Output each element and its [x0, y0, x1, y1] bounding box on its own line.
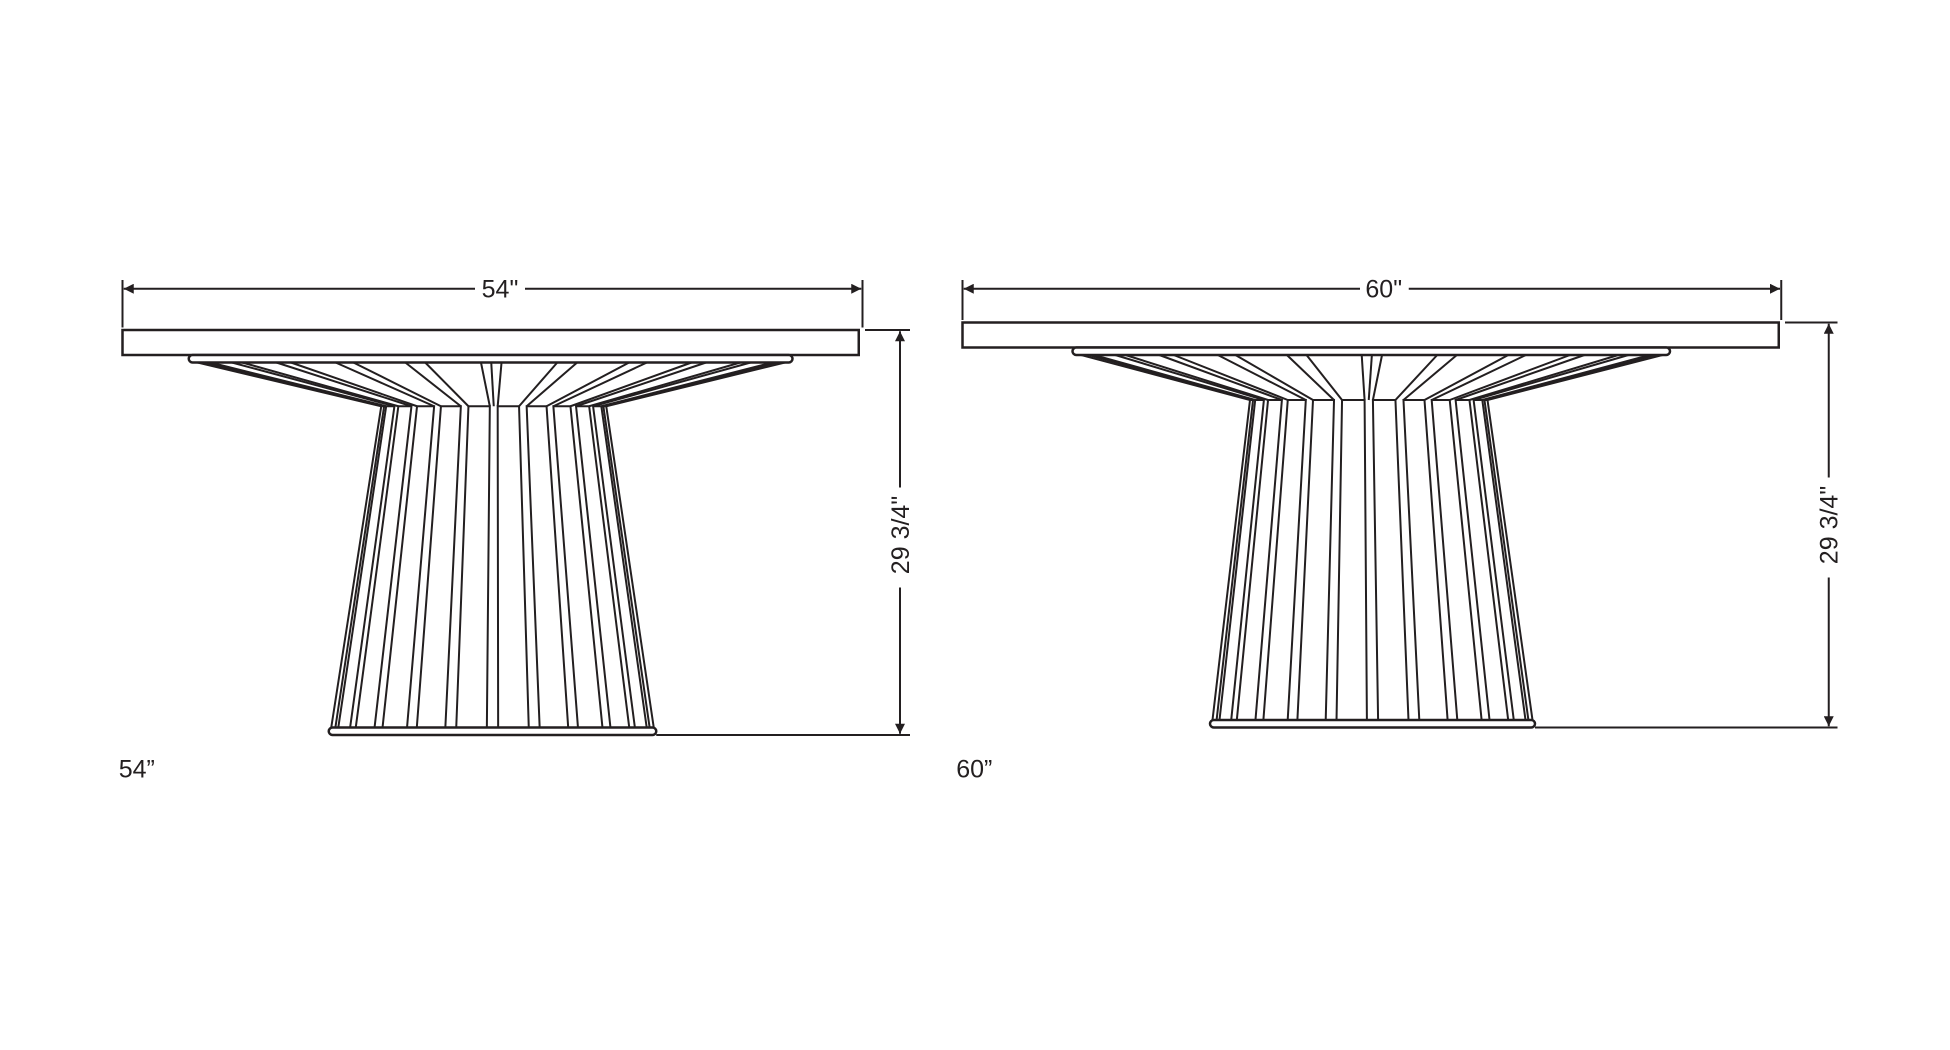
pedestal-slat [337, 405, 396, 729]
pedestal-slat [415, 405, 462, 729]
fan-strut [570, 361, 692, 408]
fan-strut [1114, 354, 1265, 401]
fan-strut [1449, 354, 1571, 401]
apron-ring [187, 353, 794, 364]
pedestal-slat [591, 405, 648, 729]
pedestal-slat [354, 405, 413, 729]
width-label: 60" [1365, 276, 1402, 304]
fan-strut [1158, 354, 1283, 401]
pedestal-slat [1472, 399, 1527, 721]
fan-strut [552, 361, 648, 408]
fan-strut [1431, 354, 1527, 401]
fan-strut [424, 361, 470, 407]
pedestal-base [1080, 354, 1663, 721]
base-ring [327, 726, 658, 737]
height-label: 29 3/4" [887, 496, 915, 574]
fan-strut [496, 362, 503, 407]
fan-strut [525, 361, 578, 408]
fan-strut [1469, 354, 1619, 401]
fan-strut [1371, 354, 1384, 401]
pedestal-slat [1335, 399, 1368, 721]
apron-ring [1071, 346, 1672, 357]
fan-strut [276, 361, 412, 408]
fan-strut [1217, 354, 1307, 401]
pedestal-slat [574, 405, 631, 729]
table-60-drawing: 60" 29 3/4" 60” [956, 276, 1843, 784]
fan-strut [290, 361, 418, 408]
center-strut [1367, 354, 1373, 401]
fan-strut [479, 362, 491, 407]
fan-strut [210, 361, 387, 408]
pedestal-slat [525, 405, 570, 729]
base-ring [1208, 718, 1537, 729]
fan-strut [1093, 354, 1256, 401]
width-label: 54" [482, 276, 519, 304]
fan-strut [335, 361, 435, 408]
fan-strut [546, 361, 630, 408]
fan-strut [1473, 354, 1629, 401]
fan-strut [1360, 354, 1366, 401]
pedestal-slat [1402, 399, 1449, 721]
fan-strut [1487, 354, 1663, 401]
fan-strut [1402, 354, 1458, 401]
fan-strut [588, 361, 741, 408]
fan-strut [606, 361, 786, 408]
pedestal-slat [1371, 399, 1410, 721]
tabletop [961, 321, 1780, 349]
fan-strut [518, 361, 559, 407]
fan-strut [1286, 354, 1335, 401]
pedestal-base [197, 361, 786, 729]
height-label: 29 3/4" [1816, 486, 1844, 564]
fan-strut [241, 361, 399, 408]
pedestal-slat [1430, 399, 1483, 721]
fan-strut [352, 361, 442, 408]
fan-strut [1455, 354, 1585, 401]
size-caption: 60” [956, 756, 992, 784]
fan-strut [1234, 354, 1314, 401]
pedestal-slat [1454, 399, 1510, 721]
table-54-drawing: 54" 29 3/4" 54” [119, 276, 915, 784]
size-caption: 54” [119, 756, 155, 784]
fan-strut [1394, 354, 1438, 401]
fan-strut [1424, 354, 1509, 401]
fan-strut [592, 361, 751, 408]
fan-strut [1305, 354, 1343, 401]
fan-strut [231, 361, 395, 408]
fan-strut [575, 361, 707, 408]
pedestal-slat [381, 405, 436, 729]
tabletop [121, 328, 860, 357]
pedestal-slat [455, 405, 491, 729]
center-strut [490, 362, 495, 407]
fan-strut [1173, 354, 1289, 401]
pedestal-slat [496, 405, 530, 729]
fan-strut [1125, 354, 1269, 401]
fan-strut [404, 361, 462, 408]
